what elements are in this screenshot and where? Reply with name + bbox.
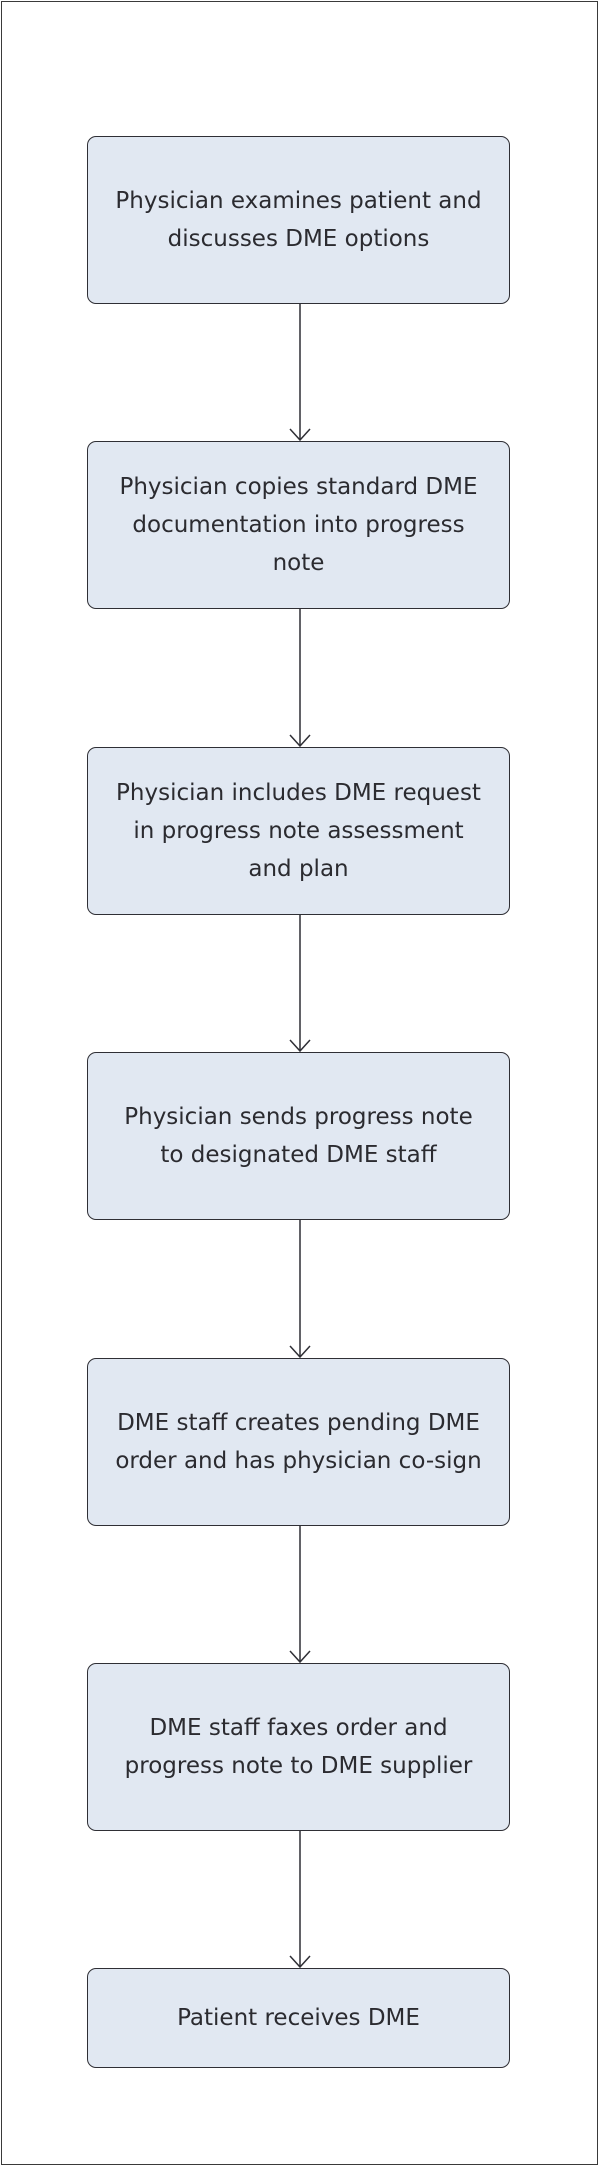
step-label: Physician examines patient and discusses… (115, 188, 482, 252)
step-patient-receives: Patient receives DME (87, 1968, 510, 2068)
step-label: Physician includes DME request in progre… (116, 780, 481, 882)
step-label: DME staff creates pending DME order and … (115, 1410, 482, 1474)
step-label: Physician sends progress note to designa… (124, 1104, 473, 1168)
step-examine-patient: Physician examines patient and discusses… (87, 136, 510, 304)
step-send-progress-note: Physician sends progress note to designa… (87, 1052, 510, 1220)
step-label: Physician copies standard DME documentat… (119, 474, 478, 576)
step-copy-documentation: Physician copies standard DME documentat… (87, 441, 510, 609)
step-fax-order: DME staff faxes order and progress note … (87, 1663, 510, 1831)
step-label: DME staff faxes order and progress note … (124, 1715, 473, 1779)
step-label: Patient receives DME (177, 2005, 420, 2031)
step-include-request: Physician includes DME request in progre… (87, 747, 510, 915)
step-create-pending-order: DME staff creates pending DME order and … (87, 1358, 510, 1526)
